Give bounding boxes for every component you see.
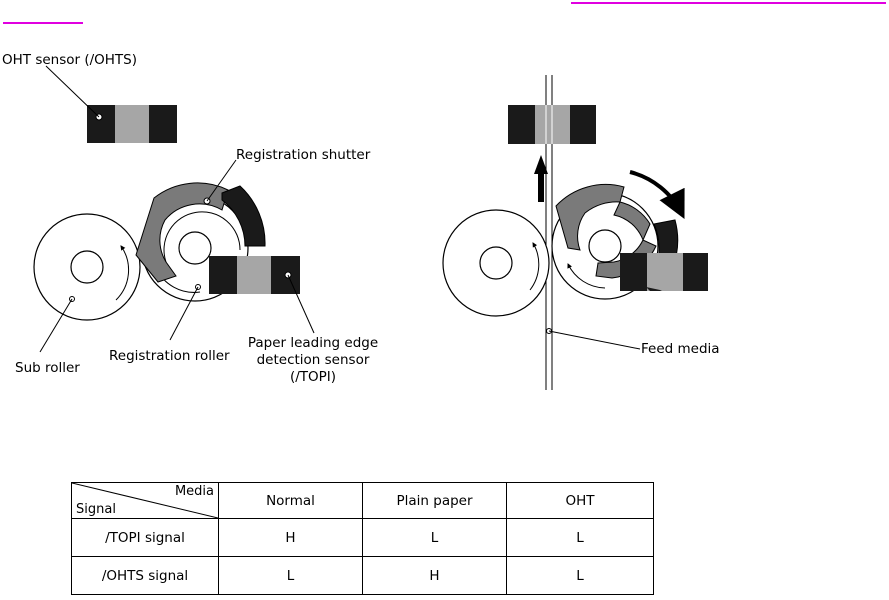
row-signal-label: /TOPI signal [71,518,219,557]
sub-roller-right [442,209,550,317]
topi-sensor-right [620,253,708,291]
registration-shutter-left [135,182,266,283]
registration-shutter-label: Registration shutter [236,147,371,163]
signal-table: Media Signal Normal Plain paper OHT /TOP… [71,482,654,595]
link-underline-top-right[interactable] [571,2,886,4]
oht-sensor-label: OHT sensor (/OHTS) [2,52,138,68]
oht-sensor-left [87,105,177,143]
sub-roller-left [33,213,141,321]
table-header-row: Media Signal Normal Plain paper OHT [71,482,654,519]
table-cell: L [506,518,654,557]
paper-sensor-label-line1: Paper leading edge [247,335,379,351]
paper-sensor-label-line3: (/TOPI) [289,369,337,385]
table-cell: L [218,556,363,595]
table-corner-cell: Media Signal [71,482,219,519]
column-header-normal: Normal [218,482,363,519]
paper-sensor-label-line2: detection sensor [256,352,370,368]
registration-roller-leader [169,286,199,341]
sub-roller-leader [39,298,73,353]
registration-roller-label: Registration roller [109,348,230,364]
table-cell: H [218,518,363,557]
topi-sensor-leader [287,274,315,334]
oht-sensor-leader [45,65,100,118]
column-header-plain-paper: Plain paper [362,482,507,519]
corner-diagonal [72,483,218,518]
table-cell: L [362,518,507,557]
row-signal-label: /OHTS signal [71,556,219,595]
sub-roller-label: Sub roller [15,360,80,376]
oht-sensor-right [508,105,596,144]
rotation-arrow [629,170,685,220]
up-arrow [534,155,548,202]
column-header-oht: OHT [506,482,654,519]
table-cell: L [506,556,654,595]
registration-shutter-leader [206,159,237,202]
table-row: /OHTS signal L H L [71,556,654,595]
table-row: /TOPI signal H L L [71,518,654,557]
table-cell: H [362,556,507,595]
topi-sensor-left [209,256,300,294]
feed-media-label: Feed media [641,341,720,357]
feed-media-leader [548,330,641,350]
corner-media-label: Media [174,484,214,499]
corner-signal-label: Signal [76,502,116,517]
link-underline-top-left[interactable] [3,22,83,24]
